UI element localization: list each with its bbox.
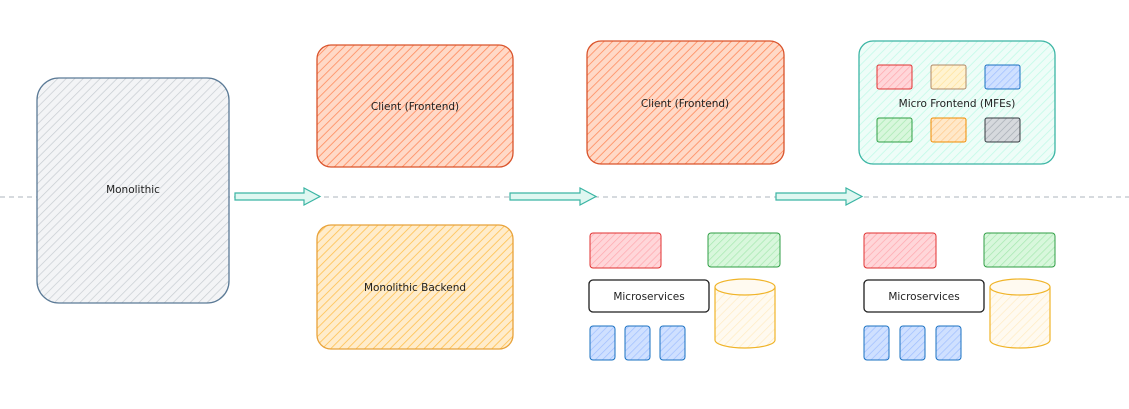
right-arrow-icon (234, 187, 322, 206)
database-icon (714, 278, 776, 349)
service-block-blue (935, 325, 962, 361)
monolithic-label: Monolithic (106, 184, 160, 196)
microservices-box (863, 279, 985, 313)
mfe-block-slate (984, 117, 1021, 143)
monolithic-backend-box: Monolithic Backend (316, 224, 514, 350)
mfe-block-tan (930, 64, 967, 90)
micro-frontend-box: Micro Frontend (MFEs) (858, 40, 1056, 165)
right-arrow-icon (509, 187, 598, 206)
microservices-cluster: Microservices (863, 232, 1056, 361)
service-block-green (983, 232, 1056, 268)
client-frontend-box: Client (Frontend) (316, 44, 514, 168)
client-frontend-label: Client (Frontend) (371, 101, 459, 113)
microservices-label: Microservices (613, 291, 684, 303)
service-block-blue (863, 325, 890, 361)
right-arrow-icon (775, 187, 864, 206)
client-frontend-box: Client (Frontend) (586, 40, 785, 165)
mfe-block-orange (930, 117, 967, 143)
service-block-blue (659, 325, 686, 361)
service-block-blue (589, 325, 616, 361)
client-frontend-label: Client (Frontend) (641, 98, 729, 110)
monolithic-backend-label: Monolithic Backend (364, 282, 466, 294)
service-block-red (589, 232, 662, 269)
microservices-box (588, 279, 710, 313)
mfe-block-red (876, 64, 913, 90)
database-icon (989, 278, 1051, 349)
service-block-blue (624, 325, 651, 361)
monolithic-box: Monolithic (36, 77, 230, 304)
microservices-label: Microservices (888, 291, 959, 303)
micro-frontend-label: Micro Frontend (MFEs) (899, 98, 1016, 110)
service-block-red (863, 232, 937, 269)
microservices-cluster: Microservices (588, 232, 781, 361)
service-block-green (707, 232, 781, 268)
service-block-blue (899, 325, 926, 361)
mfe-block-blue (984, 64, 1021, 90)
mfe-block-green (876, 117, 913, 143)
